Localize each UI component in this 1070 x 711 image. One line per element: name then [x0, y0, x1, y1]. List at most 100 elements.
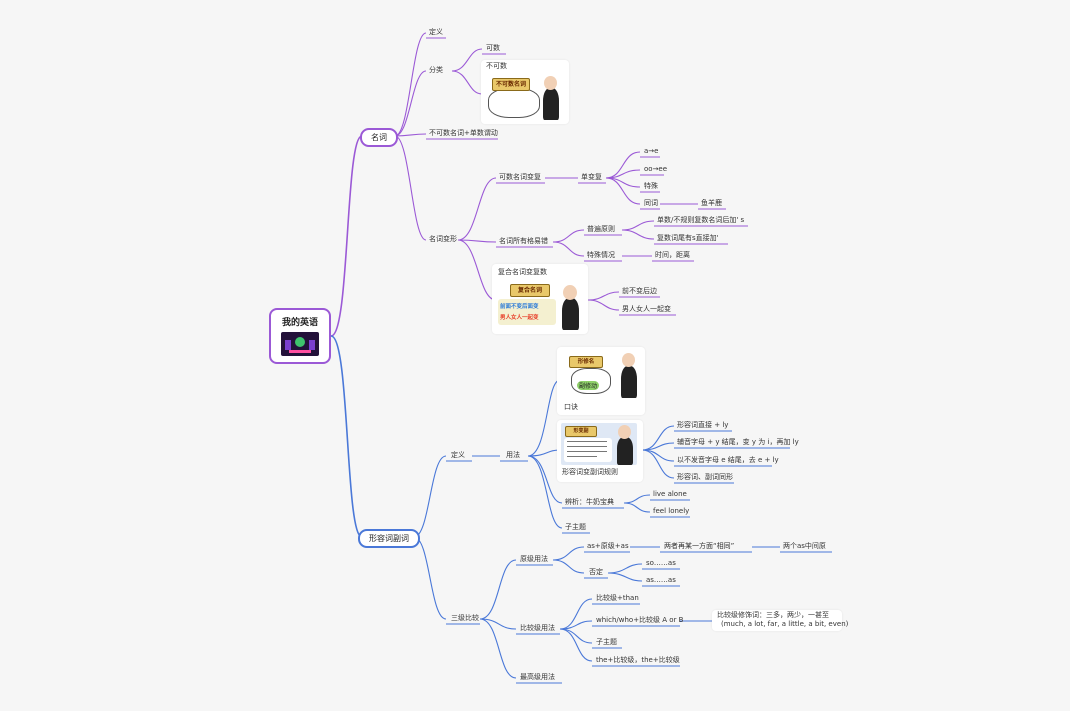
- root-title: 我的英语: [281, 318, 318, 328]
- node-compound-card[interactable]: 复合名词变复数 复合名词 前面不变后面变 男人女人一起变: [492, 264, 588, 334]
- node-plural-rule-2[interactable]: oo→ee: [644, 165, 668, 173]
- edge-noun-unc: [394, 133, 427, 137]
- edge-c1: [559, 598, 593, 630]
- node-analysis-1[interactable]: live alone: [653, 490, 687, 498]
- node-plural-rule-3[interactable]: 特殊: [644, 182, 658, 190]
- node-comparative-1[interactable]: 比较级+than: [596, 594, 639, 602]
- edge-usage-sub: [527, 455, 563, 529]
- edge-neg2: [607, 572, 643, 582]
- edge-comp-cmp: [479, 618, 517, 630]
- edge-adj-def: [413, 455, 447, 538]
- node-analysis[interactable]: 辨析：牛奶宝典: [565, 498, 614, 506]
- edge-comp2: [587, 299, 620, 311]
- edge-pos1: [552, 546, 585, 561]
- edge-class-count: [451, 48, 483, 72]
- node-comparative-3[interactable]: 子主题: [596, 638, 617, 646]
- edge-comp-pos: [479, 559, 517, 620]
- node-special-case[interactable]: 特殊情况: [587, 251, 615, 259]
- node-noun-definition[interactable]: 定义: [429, 28, 443, 36]
- edge-adj-comp: [413, 536, 447, 620]
- node-comparative[interactable]: 比较级用法: [520, 624, 555, 632]
- node-negative-1[interactable]: so……as: [646, 559, 676, 567]
- node-modifier-line-2: (much, a lot, far, a little, a bit, even…: [721, 620, 849, 628]
- root-node[interactable]: 我的英语: [269, 308, 331, 364]
- node-general-rule-2[interactable]: 复数词尾有s直接加': [657, 234, 719, 242]
- rules-illustration: 形变副: [561, 423, 637, 465]
- node-compound: 复合名词变复数: [498, 268, 547, 276]
- node-modifier-card[interactable]: 比较级修饰词：三多，两少，一甚至 (much, a lot, far, a li…: [712, 610, 848, 631]
- node-usage[interactable]: 用法: [506, 451, 520, 459]
- node-as-note[interactable]: 两者再某一方面“相同”: [664, 542, 735, 550]
- node-mnemonic-card[interactable]: 形修名 副修动 口诀: [557, 347, 645, 415]
- node-uncountable-card[interactable]: 不可数 不可数名词: [481, 60, 569, 124]
- sign-sub-2: 男人女人一起变: [500, 315, 539, 321]
- root-thumbnail-image: [281, 332, 319, 356]
- branch-noun[interactable]: 名词: [360, 128, 398, 147]
- edge-root-adj: [330, 335, 363, 538]
- sign-text: 不可数名词: [492, 78, 530, 91]
- node-transform-rules: 形容词变副词规则: [562, 468, 618, 476]
- node-rule-3[interactable]: 以不发音字母 e 结尾，去 e + ly: [677, 456, 779, 464]
- node-general-rule[interactable]: 普遍原则: [587, 225, 615, 233]
- edge-trans-plural: [457, 177, 497, 241]
- node-transform-rules-card[interactable]: 形变副 形容词变副词规则: [557, 420, 643, 482]
- node-superlative[interactable]: 最高级用法: [520, 673, 555, 681]
- edge-usage-mn: [527, 379, 561, 457]
- sign-sub-1: 前面不变后面变: [500, 304, 539, 310]
- node-noun-classification[interactable]: 分类: [429, 66, 443, 74]
- node-analysis-2[interactable]: feel lonely: [653, 507, 690, 515]
- edge-noun-def: [394, 32, 427, 137]
- node-possessive[interactable]: 名词所有格易错: [499, 237, 548, 245]
- node-adj-subtopic[interactable]: 子主题: [565, 523, 586, 531]
- node-positive[interactable]: 原级用法: [520, 555, 548, 563]
- edge-usage-rules: [527, 449, 561, 457]
- edge-a1: [623, 494, 651, 504]
- node-same-word-example[interactable]: 鱼羊鹿: [701, 199, 722, 207]
- branch-adjective-adverb[interactable]: 形容词副词: [358, 529, 420, 548]
- edge-c4: [559, 628, 593, 662]
- edge-usage-ana: [527, 455, 563, 504]
- node-mnemonic: 口诀: [564, 403, 578, 411]
- sign-text-3: 形修名: [569, 356, 603, 368]
- edge-gen1: [621, 220, 655, 231]
- edge-poss-spec: [552, 241, 585, 257]
- edge-c3: [559, 628, 593, 644]
- edge-class-unc: [451, 70, 483, 95]
- edge-neg1: [607, 563, 643, 574]
- node-countable-plural[interactable]: 可数名词变复: [499, 173, 541, 181]
- edge-comp1: [587, 291, 620, 301]
- node-countable[interactable]: 可数: [486, 44, 500, 52]
- uncountable-illustration: 不可数名词: [487, 74, 563, 122]
- node-negative[interactable]: 否定: [589, 568, 603, 576]
- node-negative-2[interactable]: as……as: [646, 576, 676, 584]
- node-as-as[interactable]: as+原级+as: [587, 542, 629, 550]
- edge-pos2: [552, 559, 585, 574]
- node-rule-4[interactable]: 形容词、副词同形: [677, 473, 733, 481]
- node-comparison[interactable]: 三级比较: [451, 614, 479, 622]
- node-rule-1[interactable]: 形容词直接 + ly: [677, 421, 729, 429]
- edge-gen2: [621, 229, 655, 240]
- node-uncountable-note[interactable]: 不可数名词+单数谓动: [429, 129, 498, 137]
- node-noun-transformation[interactable]: 名词变形: [429, 235, 457, 243]
- node-comparative-2[interactable]: which/who+比较级 A or B: [596, 616, 684, 624]
- node-special-case-item[interactable]: 时间，距离: [655, 251, 690, 259]
- edge-noun-trans: [394, 135, 427, 241]
- node-plural-rule-1[interactable]: a→e: [644, 147, 659, 155]
- node-modifier-line-1: 比较级修饰词：三多，两少，一甚至: [717, 611, 829, 619]
- node-single-to-plural[interactable]: 单变复: [581, 173, 602, 181]
- node-as-note-2[interactable]: 两个as中间原: [783, 542, 826, 550]
- edge-r4: [641, 449, 675, 479]
- sign-text-4: 形变副: [565, 426, 597, 437]
- node-compound-item-2[interactable]: 男人女人一起变: [622, 305, 671, 313]
- node-plural-rule-4[interactable]: 同词: [644, 199, 658, 207]
- mnemonic-illustration: 形修名 副修动: [561, 350, 641, 400]
- node-compound-item-1[interactable]: 前不变后边: [622, 287, 657, 295]
- edge-poss-gen: [552, 229, 585, 243]
- node-adj-definition[interactable]: 定义: [451, 451, 465, 459]
- edge-comp-sup: [479, 618, 517, 679]
- node-rule-2[interactable]: 辅音字母 + y 结尾，变 y 为 i，再加 ly: [677, 438, 799, 446]
- node-general-rule-1[interactable]: 单数/不规则复数名词后加' s: [657, 216, 745, 224]
- node-comparative-4[interactable]: the+比较级，the+比较级: [596, 656, 680, 664]
